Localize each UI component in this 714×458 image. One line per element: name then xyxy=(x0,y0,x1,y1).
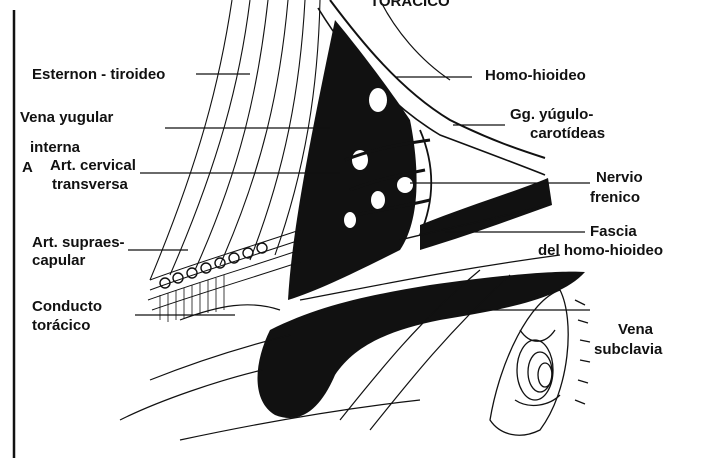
header-title: TORÁCICO xyxy=(370,0,450,9)
thoracic-duct xyxy=(258,272,586,418)
label-fascia-1: Fascia xyxy=(590,224,637,239)
label-art-cervical-1: Art. cervical xyxy=(50,158,136,173)
label-figure-letter: A xyxy=(22,160,33,175)
label-art-supraes-1: Art. supraes- xyxy=(32,235,125,250)
label-gg-2: carotídeas xyxy=(530,126,605,141)
label-art-cervical-2: transversa xyxy=(52,177,128,192)
label-gg-1: Gg. yúgulo- xyxy=(510,107,593,122)
subclavian-vein xyxy=(490,290,590,435)
label-vena-sub-1: Vena xyxy=(618,322,653,337)
label-conducto-1: Conducto xyxy=(32,299,102,314)
homohyoid-fascia xyxy=(420,178,552,250)
label-nervio-1: Nervio xyxy=(596,170,643,185)
label-esternon-tiroideo: Esternon - tiroideo xyxy=(32,67,165,82)
label-art-supraes-2: capular xyxy=(32,253,85,268)
label-homo-hioideo: Homo-hioideo xyxy=(485,68,586,83)
label-fascia-2: del homo-hioideo xyxy=(538,243,663,258)
label-interna: interna xyxy=(30,140,80,155)
label-vena-sub-2: subclavia xyxy=(594,342,662,357)
label-conducto-2: torácico xyxy=(32,318,90,333)
label-vena-yugular: Vena yugular xyxy=(20,110,113,125)
label-nervio-2: frenico xyxy=(590,190,640,205)
